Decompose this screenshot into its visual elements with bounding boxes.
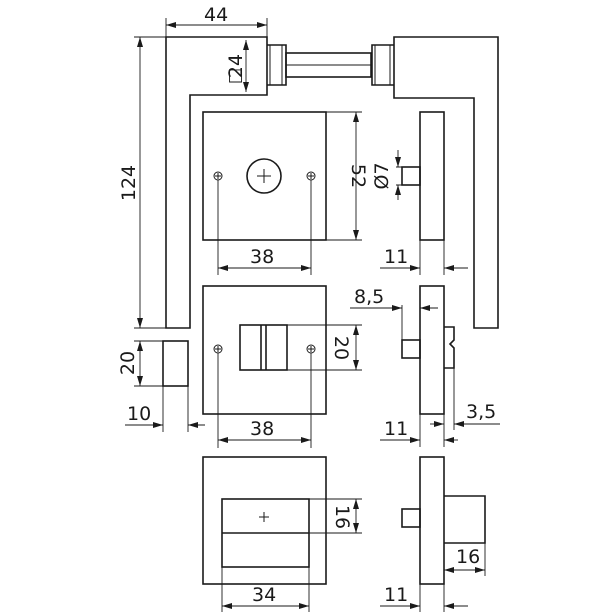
cylinder-body [444, 495, 486, 544]
dim-escutcheon-width: 34 [221, 567, 310, 612]
rose-side-turn [401, 285, 455, 415]
dim-label-d7: Ø7 [371, 162, 393, 189]
rose-side-cylinder [401, 456, 486, 585]
dim-screw-spacing-top: 38 [217, 180, 312, 275]
dim-label-44: 44 [204, 4, 228, 26]
dim-label-8-5: 8,5 [354, 286, 384, 308]
dim-latch-height: 20 [117, 340, 163, 387]
dim-spindle-diameter: Ø7 [371, 150, 420, 200]
dim-cylinder-depth: 16 [444, 543, 486, 576]
dim-escutcheon-height: 16 [309, 498, 362, 534]
dim-rose-depth-mid: 11 [380, 414, 458, 447]
dim-label-20-latch: 20 [117, 351, 139, 375]
dim-label-3-5: 3,5 [466, 401, 496, 423]
turn-knob [239, 324, 288, 371]
dim-rose-depth-bottom: 11 [380, 584, 468, 612]
spindle-bar [267, 44, 394, 86]
dim-total-height: 124 [118, 36, 166, 329]
spindle-stub [401, 166, 421, 186]
dim-label-10: 10 [127, 403, 151, 425]
dim-label-24: 24 [225, 54, 247, 78]
rose-front-cylinder [202, 456, 327, 585]
dim-label-16-cyl: 16 [456, 546, 480, 568]
square-symbol: □ [225, 68, 245, 84]
dim-label-34: 34 [252, 584, 276, 606]
dim-rose-size: 52 [326, 111, 369, 241]
rose-side-spindle [401, 111, 445, 241]
dim-label-38-mid: 38 [250, 418, 274, 440]
dim-label-124: 124 [118, 165, 140, 201]
dim-handle-width: 44 [165, 4, 268, 37]
dim-label-20-turn: 20 [330, 336, 352, 360]
dim-indicator-depth: 3,5 [430, 368, 500, 430]
dim-rose-square: 24 □ [225, 40, 249, 92]
dim-label-11-bottom: 11 [384, 584, 408, 606]
dim-offset: 8,5 [350, 286, 438, 340]
dim-turn-width: 20 [287, 324, 362, 371]
dim-label-38-top: 38 [250, 246, 274, 268]
spindle-stub [401, 339, 421, 359]
dim-rose-depth-top: 11 [380, 240, 468, 275]
dim-screw-spacing-mid: 38 [217, 353, 312, 448]
spindle-stub [401, 508, 421, 528]
lever-handle-right [393, 36, 499, 329]
rose-front-spindle [202, 111, 327, 241]
dim-label-16-esc: 16 [331, 505, 353, 529]
dim-label-11-mid: 11 [384, 418, 408, 440]
dim-label-52: 52 [347, 164, 369, 188]
dim-lever-depth: 10 [125, 386, 205, 432]
lever-handle-left [165, 36, 268, 329]
latch-block [162, 340, 189, 387]
dim-label-11-top: 11 [384, 246, 408, 268]
rose-front-turn [202, 285, 327, 415]
